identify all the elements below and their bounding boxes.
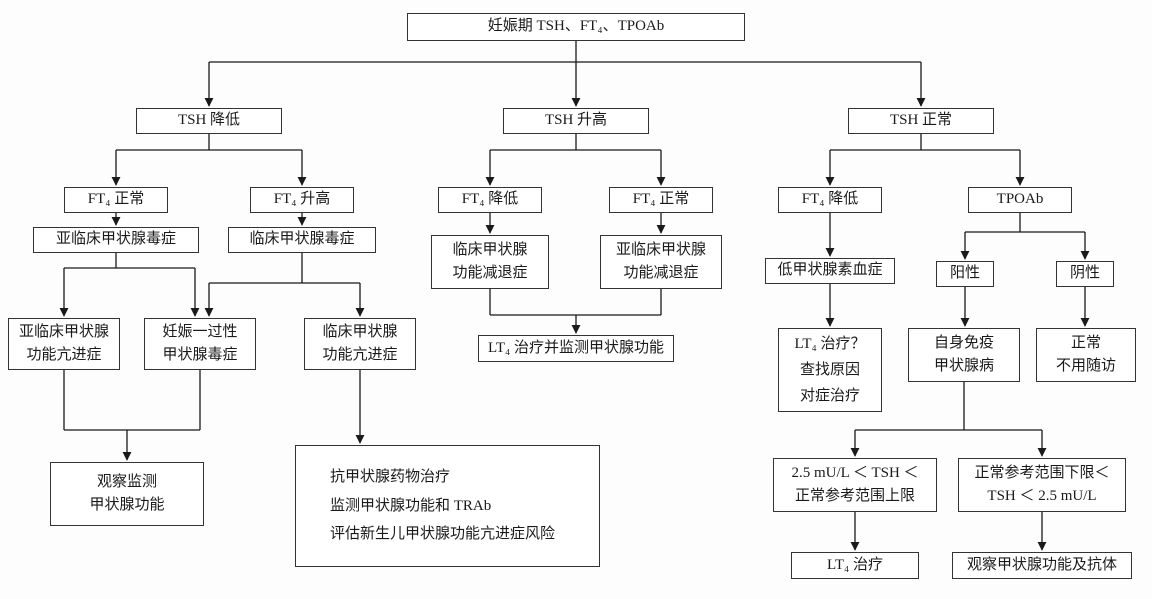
node-screening-root: 妊娠期 TSH、FT₄、TPOAb [407,13,745,41]
node-ft4-decreased-under-tsh-normal: FT₄ 降低 [778,187,882,213]
node-observe-monitor-thyroid-function: 观察监测 甲状腺功能 [50,462,204,526]
node-clinical-thyrotoxicosis: 临床甲状腺毒症 [228,227,376,253]
node-clinical-hyperthyroidism: 临床甲状腺 功能亢进症 [304,318,416,370]
node-subclinical-hyperthyroidism: 亚临床甲状腺 功能亢进症 [8,318,120,370]
node-autoimmune-thyroid-disease: 自身免疫 甲状腺病 [908,328,1020,382]
node-hypothyroxinemia: 低甲状腺素血症 [765,258,895,284]
node-tsh-normal: TSH 正常 [848,108,994,134]
connectors-tsh-low-branch [59,134,365,461]
node-lt4-question-find-cause: LT₄ 治疗？ 查找原因 对症治疗 [778,328,882,412]
node-tpoab: TPOAb [968,187,1072,213]
node-normal-no-followup: 正常 不用随访 [1036,328,1136,382]
connectors-tsh-normal-branch [825,134,1090,551]
node-clinical-hypothyroidism: 临床甲状腺 功能减退症 [431,235,549,289]
node-tsh-above-2point5: 2.5 mU/L ＜ TSH ＜ 正常参考范围上限 [773,458,937,512]
node-tsh-below-2point5: 正常参考范围下限＜ TSH ＜ 2.5 mU/L [958,458,1126,512]
connectors-tsh-high-branch [485,134,666,334]
node-gestational-transient-thyrotoxicosis: 妊娠一过性 甲状腺毒症 [144,318,256,370]
node-ft4-normal-under-tsh-low: FT₄ 正常 [64,187,168,213]
connectors-root [204,41,926,107]
node-lt4-treat-and-monitor: LT₄ 治疗并监测甲状腺功能 [478,335,674,362]
node-ft4-normal-under-tsh-high: FT₄ 正常 [609,187,713,213]
node-subclinical-hypothyroidism: 亚临床甲状腺 功能减退症 [600,235,722,289]
node-tpoab-positive: 阳性 [936,261,994,287]
node-ft4-increased: FT₄ 升高 [250,187,354,213]
node-lt4-treatment: LT₄ 治疗 [791,552,919,579]
node-ft4-decreased-under-tsh-high: FT₄ 降低 [438,187,542,213]
node-observe-function-and-antibody: 观察甲状腺功能及抗体 [952,552,1132,579]
node-tsh-increased: TSH 升高 [503,108,649,134]
node-antithyroid-drug-plan: 抗甲状腺药物治疗 监测甲状腺功能和 TRAb 评估新生儿甲状腺功能亢进症风险 [295,445,600,567]
node-subclinical-thyrotoxicosis: 亚临床甲状腺毒症 [33,227,199,253]
node-tsh-decreased: TSH 降低 [136,108,282,134]
node-tpoab-negative: 阴性 [1056,261,1114,287]
